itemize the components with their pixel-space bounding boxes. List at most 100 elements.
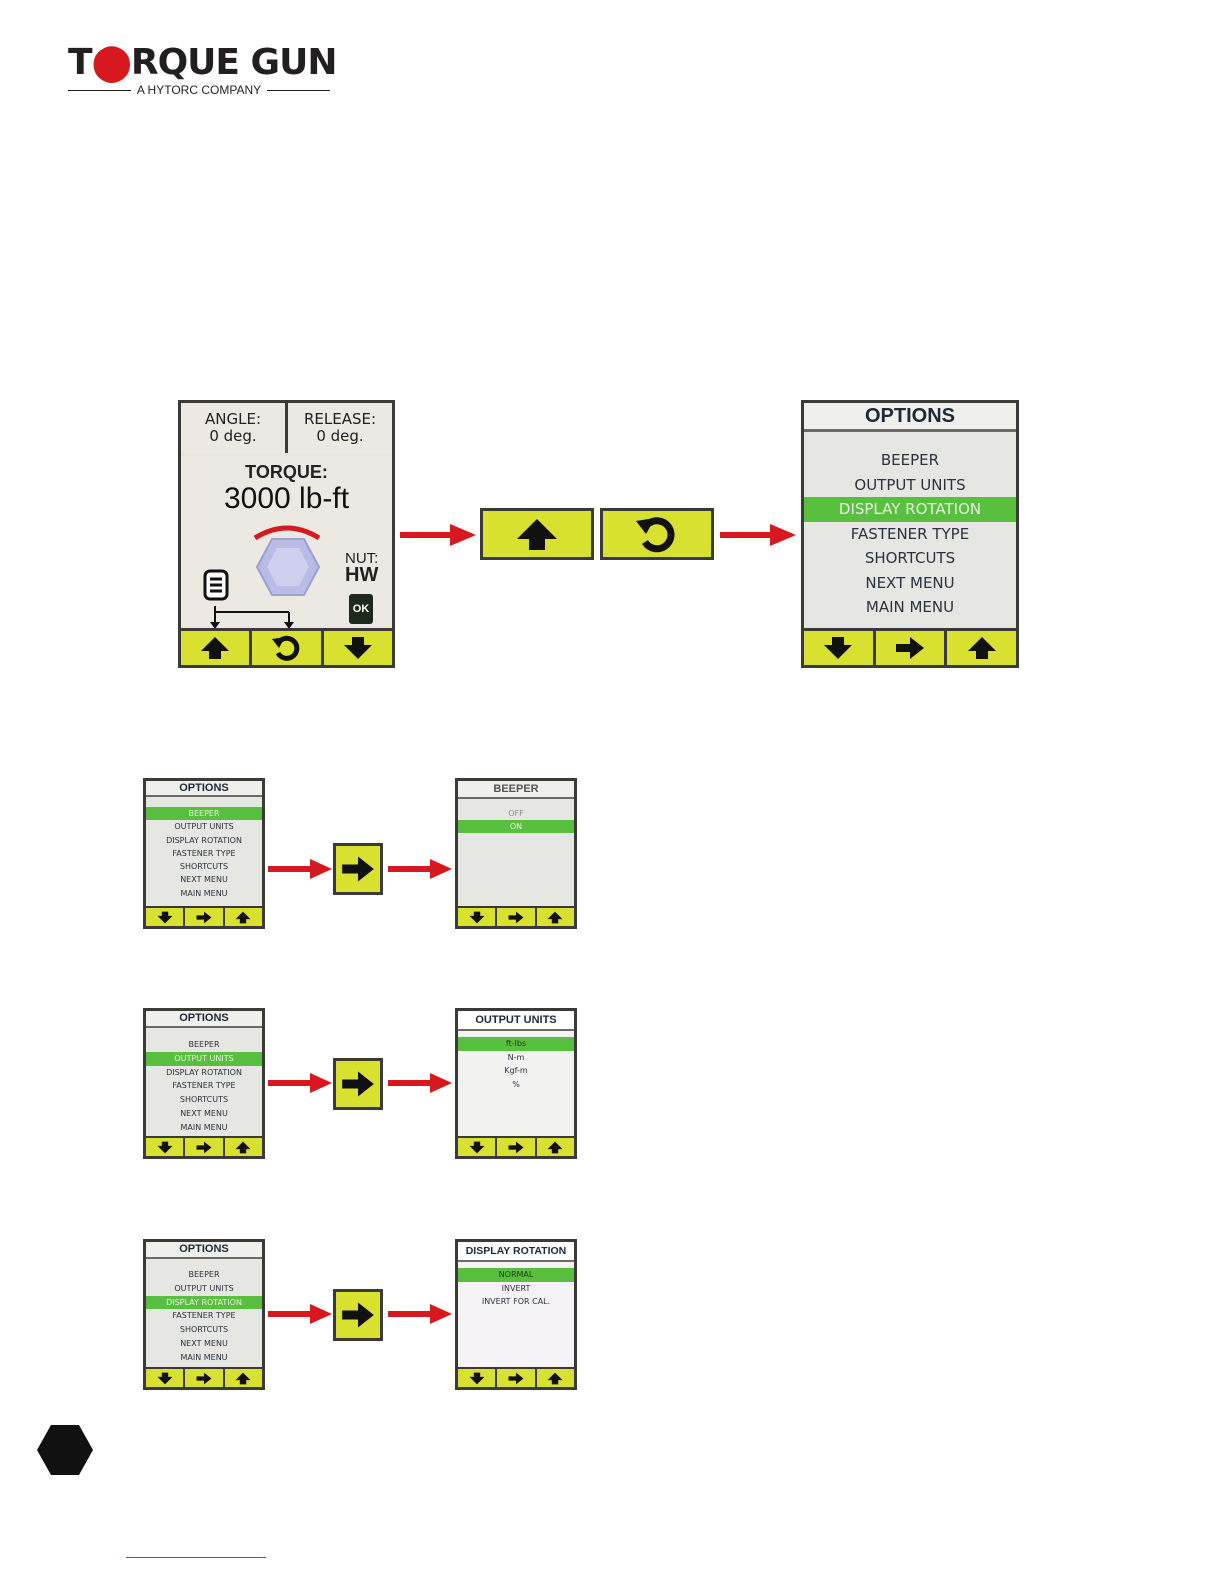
torque-gun-logo: T⬤RQUE GUN A HYTORC COMPANY xyxy=(68,42,337,98)
options-screen-large-display: OPTIONS BEEPER OUTPUT UNITS DISPLAY ROTA… xyxy=(804,403,1016,665)
key-right-row3[interactable] xyxy=(333,1289,383,1341)
options-title: OPTIONS xyxy=(146,1242,262,1259)
key-right[interactable] xyxy=(497,1369,535,1387)
key-up[interactable] xyxy=(536,1138,574,1156)
arrow-up-icon xyxy=(201,637,230,659)
home-top-cells: ANGLE: 0 deg. RELEASE: 0 deg. xyxy=(181,403,392,453)
key-down[interactable] xyxy=(146,1138,184,1156)
key-down[interactable] xyxy=(146,1369,184,1387)
logo-tagline: A HYTORC COMPANY xyxy=(136,83,262,97)
option-main-menu[interactable]: MAIN MENU xyxy=(180,1352,228,1362)
key-right-row2[interactable] xyxy=(333,1058,383,1110)
option-next-menu[interactable]: NEXT MENU xyxy=(865,573,955,592)
rotation-invert[interactable]: INVERT xyxy=(501,1283,531,1293)
arrow-down-icon xyxy=(469,1141,485,1153)
option-main-menu[interactable]: MAIN MENU xyxy=(180,1122,228,1132)
option-next-menu[interactable]: NEXT MENU xyxy=(180,875,228,885)
unit-kgf-m[interactable]: Kgf-m xyxy=(504,1066,528,1075)
option-display-rotation[interactable]: DISPLAY ROTATION xyxy=(146,1295,262,1310)
option-fastener-type[interactable]: FASTENER TYPE xyxy=(172,1311,236,1321)
arrow-right-icon xyxy=(508,911,524,923)
key-up-large[interactable] xyxy=(480,508,594,560)
nut-label: NUT: xyxy=(345,550,379,567)
key-right[interactable] xyxy=(497,1138,535,1156)
option-beeper[interactable]: BEEPER xyxy=(188,1270,220,1279)
option-fastener-type[interactable]: FASTENER TYPE xyxy=(172,848,236,858)
key-up[interactable] xyxy=(181,631,250,665)
arrow-right-icon xyxy=(508,1372,524,1384)
arrow-down-icon xyxy=(469,911,485,923)
option-output-units[interactable]: OUTPUT UNITS xyxy=(174,1283,234,1293)
option-main-menu[interactable]: MAIN MENU xyxy=(180,888,228,898)
option-fastener-type[interactable]: FASTENER TYPE xyxy=(172,1081,236,1091)
red-arrow-1 xyxy=(400,524,476,546)
options-title: OPTIONS xyxy=(146,781,262,797)
option-next-menu[interactable]: NEXT MENU xyxy=(180,1338,228,1348)
option-display-rotation[interactable]: DISPLAY ROTATION xyxy=(166,835,242,845)
rotation-invert-for-cal[interactable]: INVERT FOR CAL. xyxy=(481,1297,551,1306)
beeper-screen-display: BEEPER OFF ON xyxy=(458,781,574,926)
footer-link-underline[interactable] xyxy=(126,1557,266,1558)
option-beeper[interactable]: BEEPER xyxy=(188,1040,220,1049)
battery-label: OK xyxy=(352,603,370,615)
angle-label: ANGLE: xyxy=(205,410,261,428)
unit-percent[interactable]: % xyxy=(512,1079,520,1089)
option-next-menu[interactable]: NEXT MENU xyxy=(180,1108,228,1118)
arrow-down-icon xyxy=(343,637,372,659)
option-display-rotation[interactable]: DISPLAY ROTATION xyxy=(804,497,1016,522)
key-up[interactable] xyxy=(224,1369,262,1387)
key-up[interactable] xyxy=(224,908,262,926)
key-right[interactable] xyxy=(185,1138,223,1156)
option-shortcuts[interactable]: SHORTCUTS xyxy=(179,1095,229,1105)
key-down[interactable] xyxy=(804,631,873,665)
key-right[interactable] xyxy=(875,631,945,665)
red-arrow-row2-b xyxy=(388,1073,452,1093)
option-main-menu[interactable]: MAIN MENU xyxy=(865,598,955,616)
key-right[interactable] xyxy=(185,908,223,926)
key-rotate-large-face xyxy=(603,511,711,557)
option-shortcuts[interactable]: SHORTCUTS xyxy=(864,549,956,567)
options-row1-display: OPTIONS BEEPER OUTPUT UNITS DISPLAY ROTA… xyxy=(146,781,262,926)
key-down[interactable] xyxy=(323,631,392,665)
option-beeper[interactable]: BEEPER xyxy=(146,807,262,821)
rotation-normal[interactable]: NORMAL xyxy=(458,1268,574,1282)
unit-ft-lbs[interactable]: ft-lbs xyxy=(458,1037,574,1051)
output-units-display: OUTPUT UNITS ft-lbs N-m Kgf-m % xyxy=(458,1011,574,1156)
key-right-row1[interactable] xyxy=(333,843,383,895)
arrow-up-icon xyxy=(235,1141,251,1153)
option-output-units[interactable]: OUTPUT UNITS xyxy=(854,475,966,494)
key-down[interactable] xyxy=(146,908,184,926)
beeper-on[interactable]: ON xyxy=(458,820,574,833)
option-beeper[interactable]: BEEPER xyxy=(880,451,940,469)
key-right[interactable] xyxy=(185,1369,223,1387)
option-shortcuts[interactable]: SHORTCUTS xyxy=(179,1325,229,1335)
key-right[interactable] xyxy=(497,908,535,926)
option-output-units[interactable]: OUTPUT UNITS xyxy=(146,1051,262,1066)
output-units-screen: OUTPUT UNITS ft-lbs N-m Kgf-m % xyxy=(455,1008,577,1159)
key-up[interactable] xyxy=(536,1369,574,1387)
unit-n-m[interactable]: N-m xyxy=(507,1052,525,1062)
arrow-right-icon xyxy=(196,1141,212,1153)
key-up[interactable] xyxy=(536,908,574,926)
rotate-icon xyxy=(636,517,675,553)
beeper-screen: BEEPER OFF ON xyxy=(455,778,577,929)
logo-wordmark: T⬤RQUE GUN xyxy=(68,42,337,84)
key-up[interactable] xyxy=(224,1138,262,1156)
key-rotate[interactable] xyxy=(252,631,321,665)
red-arrow-row1-a xyxy=(268,859,332,879)
beeper-off[interactable]: OFF xyxy=(508,809,524,818)
option-display-rotation[interactable]: DISPLAY ROTATION xyxy=(166,1067,242,1077)
option-output-units[interactable]: OUTPUT UNITS xyxy=(174,822,234,832)
key-rotate-large[interactable] xyxy=(600,508,714,560)
options-screen-row1: OPTIONS BEEPER OUTPUT UNITS DISPLAY ROTA… xyxy=(143,778,265,929)
beeper-list: OFF ON xyxy=(458,807,574,833)
key-up[interactable] xyxy=(947,631,1016,665)
key-down[interactable] xyxy=(458,1138,496,1156)
key-down[interactable] xyxy=(458,1369,496,1387)
arrow-right-icon xyxy=(342,1302,374,1328)
key-right-row3-face xyxy=(336,1292,380,1338)
option-shortcuts[interactable]: SHORTCUTS xyxy=(179,862,229,872)
option-fastener-type[interactable]: FASTENER TYPE xyxy=(850,524,970,543)
key-down[interactable] xyxy=(458,908,496,926)
home-screen-display: ANGLE: 0 deg. RELEASE: 0 deg. TORQUE: 30… xyxy=(181,403,392,665)
